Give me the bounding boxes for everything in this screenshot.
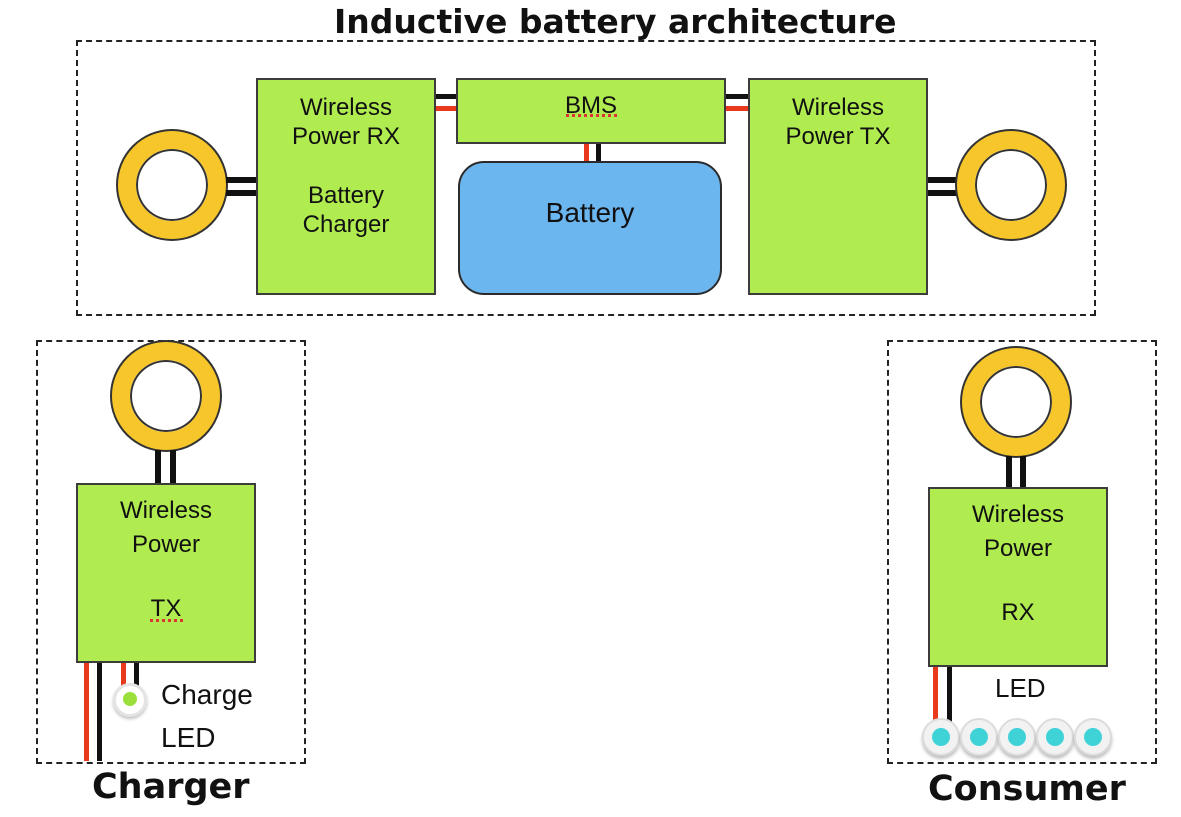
led-icon (932, 728, 950, 746)
led-icon (1008, 728, 1026, 746)
consumer-led-label: LED (995, 673, 1046, 703)
block-label: Power TX (785, 123, 891, 150)
block-label: Battery (307, 182, 385, 209)
coil-wire (928, 177, 958, 183)
led-icon (113, 683, 147, 717)
led-icon (1046, 728, 1064, 746)
led-icon (922, 718, 960, 756)
coil-wire (1006, 456, 1012, 488)
output-wire (84, 663, 89, 761)
coil-icon (112, 342, 220, 450)
output-wire (933, 667, 938, 727)
charger-title: Charger (92, 767, 250, 807)
led-wire (121, 663, 126, 689)
battery-wire (584, 144, 589, 162)
consumer-rx-block: Wireless Power RX (928, 487, 1108, 667)
spellcheck-underline (566, 114, 618, 117)
consumer-frame (887, 340, 1157, 764)
block-label: Wireless (119, 497, 212, 524)
block-label: Wireless (971, 501, 1064, 528)
led-icon (998, 718, 1036, 756)
block-label: Power (131, 531, 201, 558)
bus-wire (436, 94, 456, 99)
bus-wire (726, 106, 748, 111)
coil-icon (118, 131, 226, 239)
coil-wire (226, 190, 257, 196)
output-wire (947, 667, 952, 727)
bus-wire (726, 94, 748, 99)
battery-wire (596, 144, 601, 162)
bus-wire (436, 106, 456, 111)
charge-led-label: Charge (161, 679, 253, 710)
led-icon (123, 692, 137, 706)
led-wire (134, 663, 139, 689)
coil-icon (962, 348, 1070, 456)
block-label: Wireless (791, 94, 884, 121)
block-label: Wireless (299, 94, 392, 121)
battery-block: Battery (458, 161, 722, 295)
coil-wire (155, 450, 161, 484)
block-label: RX (1001, 599, 1035, 626)
power-rx-charger-block: Wireless Power RX Battery Charger (256, 78, 436, 295)
block-label: TX (150, 595, 182, 622)
battery-label: Battery (545, 197, 635, 228)
charger-frame (36, 340, 306, 764)
power-tx-block: Wireless Power TX (748, 78, 928, 295)
led-icon (1084, 728, 1102, 746)
block-label: Power (983, 535, 1053, 562)
coil-wire (170, 450, 176, 484)
block-label: Power RX (291, 123, 401, 150)
led-icon (970, 728, 988, 746)
coil-wire (1020, 456, 1026, 488)
output-wire (97, 663, 102, 761)
consumer-title: Consumer (928, 769, 1126, 809)
bms-block: BMS (456, 78, 726, 144)
coil-wire (226, 177, 257, 183)
charge-led-label: LED (161, 722, 216, 753)
led-strip (922, 718, 1122, 758)
coil-wire (928, 190, 958, 196)
architecture-frame (76, 40, 1096, 316)
charger-tx-block: Wireless Power TX (76, 483, 256, 663)
spellcheck-underline (150, 619, 184, 622)
block-label: Charger (302, 211, 390, 238)
coil-icon (957, 131, 1065, 239)
diagram-title: Inductive battery architecture (330, 5, 901, 38)
